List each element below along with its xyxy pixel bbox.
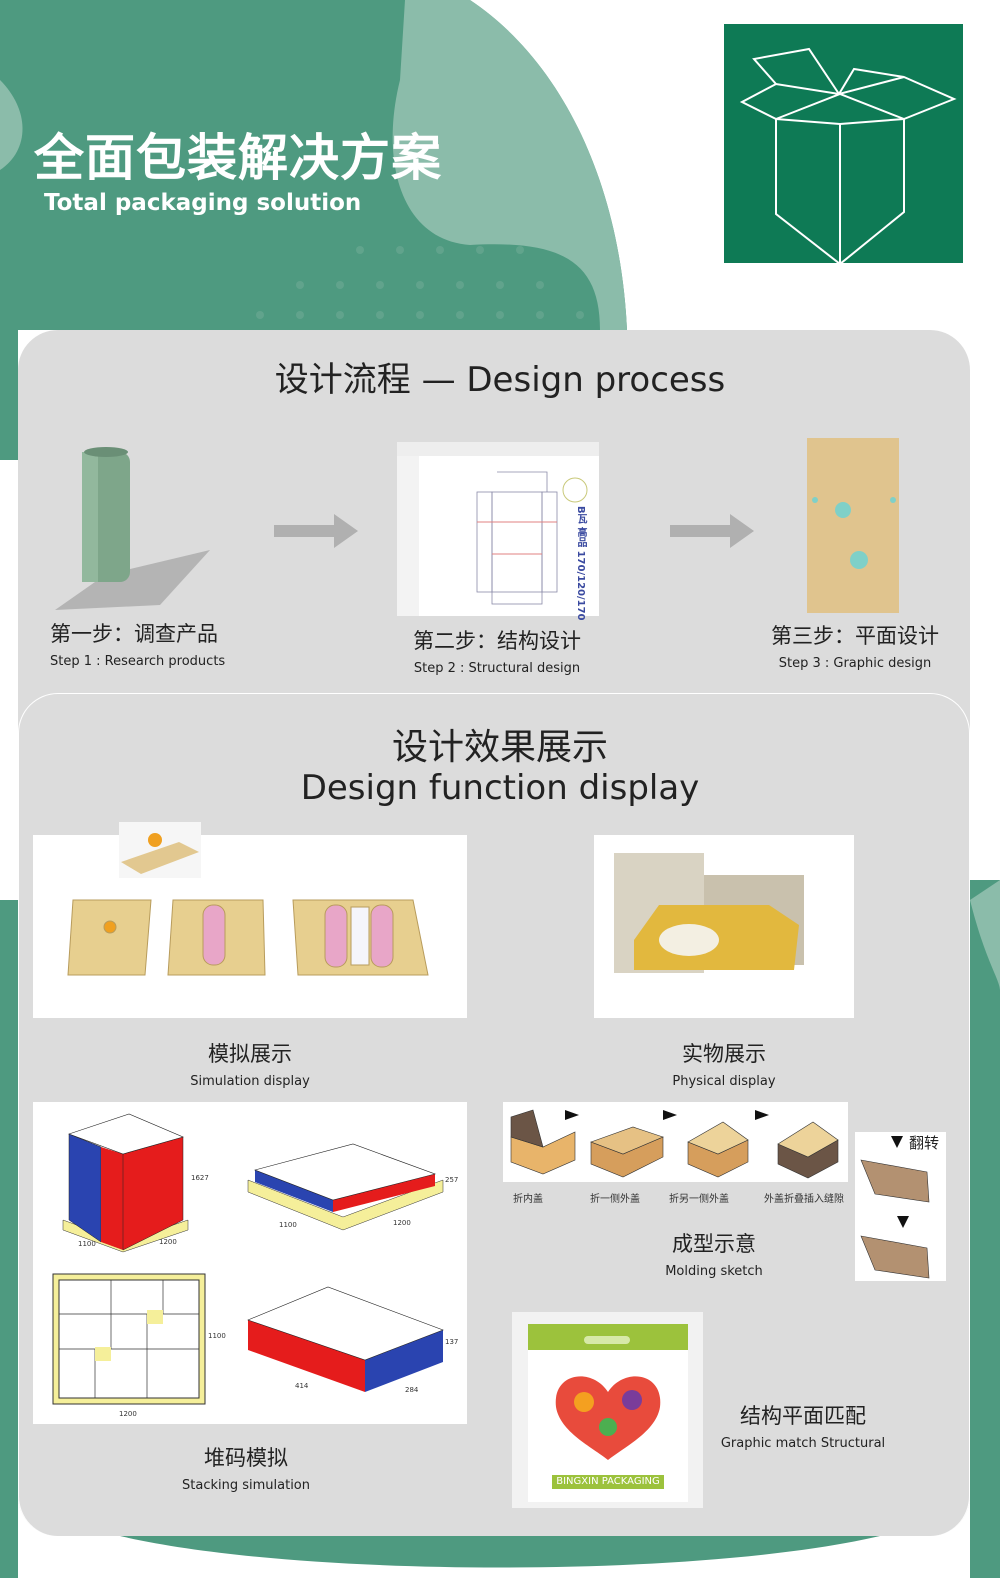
dim-label: 1200: [393, 1219, 411, 1227]
display-title-en: Design function display: [300, 768, 700, 808]
caption-en: Simulation display: [190, 1074, 310, 1089]
fold-step-label: 折另一侧外盖: [669, 1194, 729, 1205]
stacking-caption: 堆码模拟 Stacking simulation: [146, 1442, 346, 1493]
simulation-caption: 模拟展示 Simulation display: [150, 1038, 350, 1089]
fold-step-label: 折内盖: [513, 1194, 543, 1205]
caption-cn: 成型示意: [672, 1232, 756, 1256]
arrow-right-icon: [274, 514, 358, 548]
step-label-cn: 第三步：平面设计: [771, 624, 939, 648]
display-panel: [18, 693, 970, 1536]
step-label-cn: 第二步：结构设计: [413, 629, 581, 653]
physical-image: [594, 835, 854, 1018]
caption-en: Molding sketch: [665, 1264, 763, 1279]
caption-cn: 模拟展示: [208, 1042, 292, 1066]
step-1: 第一步：调查产品 Step 1 : Research products: [50, 618, 240, 669]
dim-label: 137: [445, 1338, 458, 1346]
simulation-image: [33, 835, 467, 1018]
dim-label: 284: [405, 1386, 419, 1394]
dim-label: 1200: [119, 1410, 137, 1418]
graphic-caption: 结构平面匹配 Graphic match Structural: [710, 1400, 896, 1451]
step-label-en: Step 1 : Research products: [50, 654, 226, 669]
step-label-en: Step 3 : Graphic design: [778, 656, 932, 671]
process-title: 设计流程 — Design process: [274, 360, 726, 400]
dim-label: 1627: [191, 1174, 209, 1182]
flip-image: 翻转: [855, 1132, 946, 1281]
kraft-print-image: [807, 438, 899, 613]
page-title: 全面包装解决方案: [34, 129, 442, 187]
molding-caption: 成型示意 Molding sketch: [614, 1228, 814, 1279]
can-product-image: [55, 447, 210, 610]
dim-label: 1100: [208, 1332, 226, 1340]
molding-image: [503, 1102, 848, 1182]
page-subtitle: Total packaging solution: [44, 190, 362, 216]
step-label-en: Step 2 : Structural design: [413, 661, 581, 676]
caption-cn: 实物展示: [682, 1042, 766, 1066]
fold-step-label: 折一侧外盖: [590, 1194, 640, 1205]
display-title-cn: 设计效果展示: [391, 727, 608, 768]
logo-box: [724, 24, 963, 266]
dim-label: 414: [295, 1382, 309, 1390]
dieline-spec-text: B瓦 高品 170/120/170: [575, 506, 586, 621]
physical-caption: 实物展示 Physical display: [624, 1038, 824, 1089]
dim-label: 1100: [78, 1240, 96, 1248]
step-3: 第三步：平面设计 Step 3 : Graphic design: [760, 620, 950, 671]
dim-label: 1100: [279, 1221, 297, 1229]
simulation-inset: [119, 822, 201, 878]
caption-cn: 结构平面匹配: [740, 1404, 866, 1428]
step-2: 第二步：结构设计 Step 2 : Structural design: [380, 625, 614, 676]
cad-dieline-image: B瓦 高品 170/120/170: [397, 442, 599, 621]
bag-image: BINGXIN PACKAGING: [512, 1312, 703, 1508]
dim-label: 1200: [159, 1238, 177, 1246]
caption-en: Graphic match Structural: [720, 1436, 886, 1451]
dim-label: 257: [445, 1176, 458, 1184]
stacking-image: 1627 1100 1200 257 1100 1200 1100 1200 1…: [33, 1102, 467, 1424]
bag-brand: BINGXIN PACKAGING: [556, 1476, 660, 1487]
flip-label: 翻转: [909, 1134, 940, 1152]
caption-en: Physical display: [672, 1074, 776, 1089]
caption-cn: 堆码模拟: [204, 1446, 288, 1470]
fold-step-label: 外盖折叠插入缝隙: [764, 1194, 844, 1205]
open-box-icon: [739, 47, 957, 266]
step-label-cn: 第一步：调查产品: [50, 622, 218, 646]
caption-en: Stacking simulation: [182, 1478, 310, 1493]
arrow-right-icon: [670, 514, 754, 548]
